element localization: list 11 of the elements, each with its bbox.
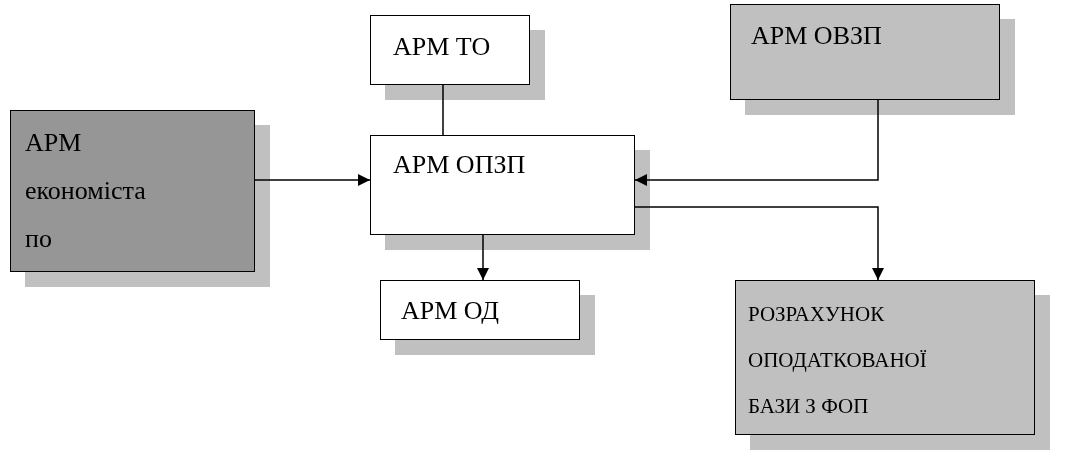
node-label: АРМ економіста по (25, 127, 147, 256)
arrow (254, 174, 371, 186)
node-label: АРМ ОД (401, 295, 500, 327)
arrow (634, 206, 884, 281)
node-label: АРМ ОПЗП (393, 149, 526, 181)
node-label: АРМ ОВЗП (751, 20, 882, 52)
arrow (634, 99, 879, 186)
arrow (477, 234, 489, 281)
node-label: АРМ ТО (393, 31, 491, 63)
node-label: РОЗРАХУНОК ОПОДАТКОВАНОЇ БАЗИ З ФОП (748, 301, 928, 421)
connector-line (442, 84, 444, 136)
